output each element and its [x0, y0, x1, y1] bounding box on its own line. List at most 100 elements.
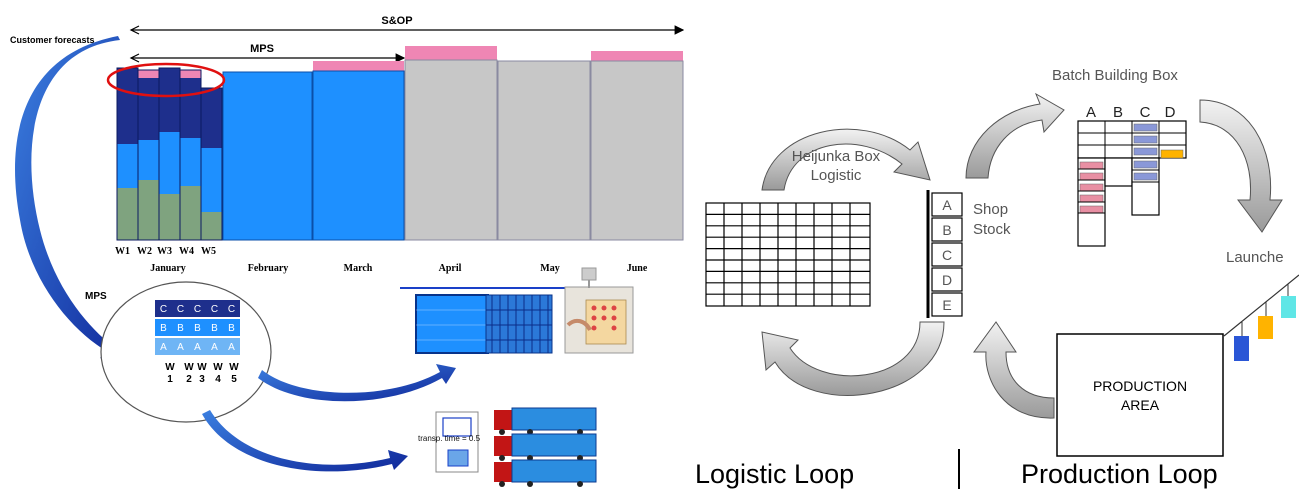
slot-letter: E	[942, 297, 951, 313]
capacity-chart	[106, 46, 684, 241]
batch-column-letter: C	[1140, 104, 1151, 121]
mps-cell-a: A	[160, 342, 167, 353]
w4-bar-pink	[180, 70, 201, 78]
to-launcher-arrow	[1199, 99, 1283, 233]
mps-week-letter: W	[213, 362, 223, 373]
batch-a-item	[1079, 205, 1104, 214]
w4-bar-mid	[180, 138, 201, 186]
mps-cell-a: A	[228, 342, 235, 353]
launcher-card-blue	[1234, 336, 1249, 361]
april-bar-pink	[405, 46, 497, 60]
mps-cell-b: B	[177, 323, 184, 334]
production-loop-label: Production Loop	[1021, 459, 1218, 489]
w5-bar-green	[201, 212, 222, 240]
truck-3	[494, 459, 597, 487]
w3-bar-mid	[159, 132, 180, 194]
mps-to-trucks-arrow	[202, 410, 408, 472]
mps-row-c	[155, 300, 240, 317]
mps-week-number: 5	[231, 374, 237, 385]
production-rack	[485, 294, 553, 354]
launcher-card-orange	[1258, 316, 1273, 339]
week-label: W3	[157, 246, 172, 257]
month-label: April	[439, 263, 462, 274]
mps-week-number: 3	[199, 374, 205, 385]
mps-cell-a: A	[194, 342, 201, 353]
week-label: W5	[201, 246, 216, 257]
slot-b	[931, 217, 963, 242]
mps-diagram-title: MPS	[85, 291, 107, 302]
production-line-illustration	[400, 267, 634, 354]
slot-letter: A	[942, 197, 952, 213]
transp-time-label: transp. time = 0.5	[418, 434, 481, 443]
batch-c-item	[1133, 172, 1158, 181]
batch-a-item	[1079, 194, 1104, 203]
slot-d	[931, 267, 963, 292]
w2-bar-mid	[138, 140, 159, 180]
red-highlight-ellipse	[106, 62, 226, 98]
mps-cell-b: B	[211, 323, 218, 334]
w4-bar-green	[180, 186, 201, 240]
mps-cell-b: B	[194, 323, 201, 334]
mps-cell-c: C	[228, 304, 235, 315]
batch-column-letter: B	[1113, 104, 1123, 121]
mps-cell-c: C	[160, 304, 167, 315]
mps-cell-b: B	[228, 323, 235, 334]
heijunka-label-line2: Logistic	[811, 167, 862, 184]
production-frame-left	[415, 294, 489, 354]
batch-c-item	[1133, 147, 1158, 156]
w3-bar-green	[159, 194, 180, 240]
week-labels: W1 W2 W3 W4 W5	[115, 246, 216, 257]
w1-bar-dark	[117, 68, 138, 144]
february-bar	[222, 71, 313, 241]
w5-bar-mid	[201, 148, 222, 212]
week-label: W4	[179, 246, 194, 257]
launcher-rail	[1223, 274, 1299, 361]
mps-diagram: MPS C C C	[85, 281, 272, 423]
to-batch-box-arrow	[965, 92, 1065, 179]
right-panel: Heijunka Box Logistic A B C D E Shop Sto…	[695, 67, 1299, 489]
trucks-illustration: transp. time = 0.5	[418, 407, 597, 487]
batch-c-item	[1133, 135, 1158, 144]
production-area-box	[1056, 333, 1224, 457]
mps-cell-a: A	[177, 342, 184, 353]
mps-horizon-label: MPS	[250, 43, 274, 55]
sop-label: S&OP	[381, 15, 412, 27]
month-labels: January February March April May June	[150, 263, 648, 274]
shop-stock-line1: Shop	[973, 201, 1008, 218]
month-label: June	[627, 263, 648, 274]
slot-letter: B	[942, 222, 951, 238]
may-bar	[497, 60, 591, 241]
logistic-loop-label: Logistic Loop	[695, 459, 854, 489]
heijunka-top-arrow	[761, 128, 931, 191]
mps-week-number: 4	[215, 374, 221, 385]
mps-week-number: 2	[186, 374, 192, 385]
batch-a-item	[1079, 183, 1104, 192]
w2-bar-green	[138, 180, 159, 240]
w1-bar-green	[117, 188, 138, 240]
april-bar	[404, 59, 498, 241]
month-label: February	[248, 263, 289, 274]
batch-c-item	[1133, 160, 1158, 169]
mps-week-letter: W	[184, 362, 194, 373]
mps-cell-c: C	[194, 304, 201, 315]
production-area-line2: AREA	[1121, 397, 1160, 413]
w1-bar-mid	[117, 144, 138, 188]
mps-week-letter: W	[165, 362, 175, 373]
truck-1	[494, 407, 597, 435]
slot-letter: D	[942, 272, 952, 288]
mps-horizon: MPS	[129, 43, 406, 63]
mps-row-b	[155, 319, 240, 336]
mps-to-production-arrow	[258, 364, 456, 402]
w5-bar-dark	[201, 88, 222, 148]
march-bar-pink	[313, 61, 404, 71]
batch-a-item	[1079, 172, 1104, 181]
slot-e	[931, 292, 963, 317]
mps-row-a	[155, 338, 240, 355]
logistic-bottom-arrow	[761, 321, 945, 396]
forecast-to-mps-arrow	[15, 36, 130, 364]
mps-cell-c: C	[177, 304, 184, 315]
mps-cell-a: A	[211, 342, 218, 353]
month-label: March	[344, 263, 373, 274]
month-label: January	[150, 263, 186, 274]
batch-a-item	[1079, 161, 1104, 170]
